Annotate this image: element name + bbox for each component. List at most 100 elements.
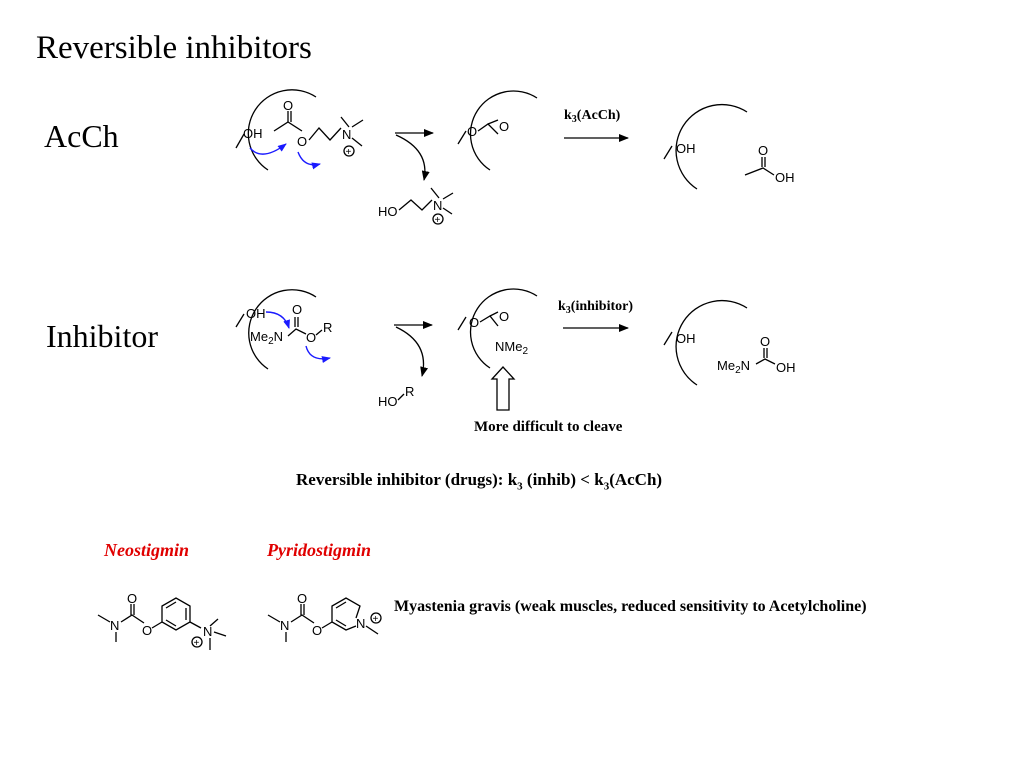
free-enzyme-inhibitor: OH bbox=[663, 299, 748, 386]
carbamic-chain bbox=[755, 358, 776, 365]
free-enzyme-2-bond bbox=[663, 331, 673, 346]
carbamoyl-enzyme-bond bbox=[457, 316, 467, 331]
pyr-n1-label: N bbox=[280, 618, 289, 633]
choline-charge-icon bbox=[432, 213, 444, 225]
alcohol-bond bbox=[397, 393, 405, 401]
pyridostigmin-structure: N O O N + bbox=[267, 591, 382, 642]
carbamoyl-enzyme-nme2: NMe2 bbox=[495, 339, 528, 357]
pyr-pyridine-ring bbox=[331, 597, 361, 631]
choline-n-label: N bbox=[433, 198, 442, 213]
neo-o-label: O bbox=[127, 591, 137, 606]
ester-o-label: O bbox=[297, 134, 307, 149]
acetyl-enzyme-chain bbox=[477, 123, 499, 135]
carbamic-me2n: Me2N bbox=[717, 358, 750, 376]
neo-ring-n-bond bbox=[189, 621, 202, 629]
neo-n2-label: N bbox=[203, 624, 212, 639]
enzyme-inhibitor-complex: OH O Me2N O R bbox=[235, 289, 332, 370]
positive-charge-sign: + bbox=[346, 147, 352, 158]
carbamoyl-enzyme-carbonyl-o: O bbox=[499, 309, 509, 324]
curly-arrow-inhib-attack-icon bbox=[265, 311, 290, 329]
free-enzyme-2-oh-label: OH bbox=[676, 331, 696, 346]
carbonyl-o-label: O bbox=[283, 98, 293, 113]
acetic-chain bbox=[744, 167, 775, 176]
carbamoyl-enzyme-o-label: O bbox=[469, 315, 479, 330]
carbamate-ester-o: O bbox=[306, 330, 316, 345]
neo-n1-label: N bbox=[110, 618, 119, 633]
neo-charge-sign: + bbox=[194, 638, 200, 649]
neostigmin-label: Neostigmin bbox=[104, 540, 190, 560]
choline-charge-sign: + bbox=[435, 215, 441, 226]
neo-benzene-ring bbox=[161, 597, 191, 631]
rate-label-acch: k3(AcCh) bbox=[564, 108, 621, 125]
neo-carbamate bbox=[120, 614, 145, 624]
acetyl-enzyme-carbonyl-o: O bbox=[499, 119, 509, 134]
carbamoyl-enzyme: O O NMe2 bbox=[457, 288, 538, 369]
pyr-n2-label: N bbox=[356, 616, 365, 631]
alcohol-product: HO R bbox=[378, 384, 414, 409]
serine-bond bbox=[235, 133, 245, 149]
acetyl-backbone bbox=[273, 121, 303, 132]
inhibitor-serine-oh: OH bbox=[246, 306, 266, 321]
comparison-statement: Reversible inhibitor (drugs): k3 (inhib)… bbox=[296, 470, 663, 493]
inhibitor-row-label: Inhibitor bbox=[46, 318, 158, 354]
pyr-charge-icon bbox=[370, 612, 382, 624]
choline-n-methyls bbox=[430, 187, 454, 215]
acetic-acid: O OH bbox=[744, 143, 795, 185]
neo-ring-double-bonds bbox=[165, 601, 187, 627]
acetyl-enzyme-o-label: O bbox=[467, 124, 477, 139]
free-enzyme-arc bbox=[675, 103, 748, 190]
curly-arrow-attack-icon bbox=[249, 143, 287, 155]
pyr-ester-o: O bbox=[312, 623, 322, 638]
alcohol-r-label: R bbox=[405, 384, 414, 399]
pyr-o-label: O bbox=[297, 591, 307, 606]
choline-product: HO N + bbox=[378, 187, 454, 226]
difficult-cleave-note: More difficult to cleave bbox=[474, 419, 623, 435]
alcohol-ho-label: HO bbox=[378, 394, 398, 409]
enzyme-pocket-arc bbox=[247, 89, 317, 171]
carbamoyl-enzyme-chain bbox=[479, 315, 499, 327]
pyr-carbamate bbox=[290, 614, 315, 624]
acetyl-enzyme-co bbox=[487, 119, 499, 125]
branch-arrow-alcohol-icon bbox=[395, 326, 429, 377]
ammonium-n-label: N bbox=[342, 127, 351, 142]
carbamic-oh-label: OH bbox=[776, 360, 796, 375]
neo-charge-icon bbox=[191, 636, 203, 648]
acetic-oh-label: OH bbox=[775, 170, 795, 185]
serine-oh-label: OH bbox=[243, 126, 263, 141]
slide-title: Reversible inhibitors bbox=[36, 30, 312, 66]
inhibitor-serine-bond bbox=[235, 313, 245, 328]
carbamic-o-label: O bbox=[760, 334, 770, 349]
carbamate-chain bbox=[287, 328, 307, 337]
carbamoyl-enzyme-arc bbox=[469, 288, 538, 369]
acch-row-label: AcCh bbox=[44, 118, 119, 154]
enzyme-acch-complex: OH O O N + bbox=[235, 89, 364, 171]
rate-label-inhibitor: k3(inhibitor) bbox=[558, 299, 633, 316]
hollow-up-arrow-icon bbox=[490, 366, 516, 411]
choline-product-chain bbox=[398, 199, 433, 211]
choline-chain bbox=[308, 127, 342, 141]
acetyl-enzyme: O O bbox=[457, 90, 538, 171]
pyr-o-ring-bond bbox=[321, 621, 333, 629]
free-enzyme-acch: OH bbox=[663, 103, 748, 190]
pyr-me-1 bbox=[267, 614, 281, 623]
pyr-ring-double-bonds bbox=[335, 601, 347, 627]
branch-arrow-choline-icon bbox=[395, 134, 430, 181]
positive-charge-icon bbox=[343, 145, 355, 157]
carbamate-o-label: O bbox=[292, 302, 302, 317]
n-methyl-bonds bbox=[340, 116, 364, 147]
carbamoyl-enzyme-co bbox=[489, 311, 499, 317]
curly-arrow-leave-icon bbox=[297, 151, 321, 170]
acetyl-enzyme-arc bbox=[469, 90, 538, 171]
neo-o-ring-bond bbox=[151, 621, 163, 629]
free-enzyme-2-arc bbox=[675, 299, 748, 386]
free-enzyme-bond bbox=[663, 145, 673, 160]
choline-ho-label: HO bbox=[378, 204, 398, 219]
r-group-label: R bbox=[323, 320, 332, 335]
r-bond bbox=[315, 329, 323, 336]
indication-text: Myastenia gravis (weak muscles, reduced … bbox=[394, 598, 867, 615]
acetyl-enzyme-bond bbox=[457, 130, 467, 145]
inhibitor-pocket-arc bbox=[248, 289, 317, 370]
carbamic-acid: O Me2N OH bbox=[717, 334, 796, 376]
